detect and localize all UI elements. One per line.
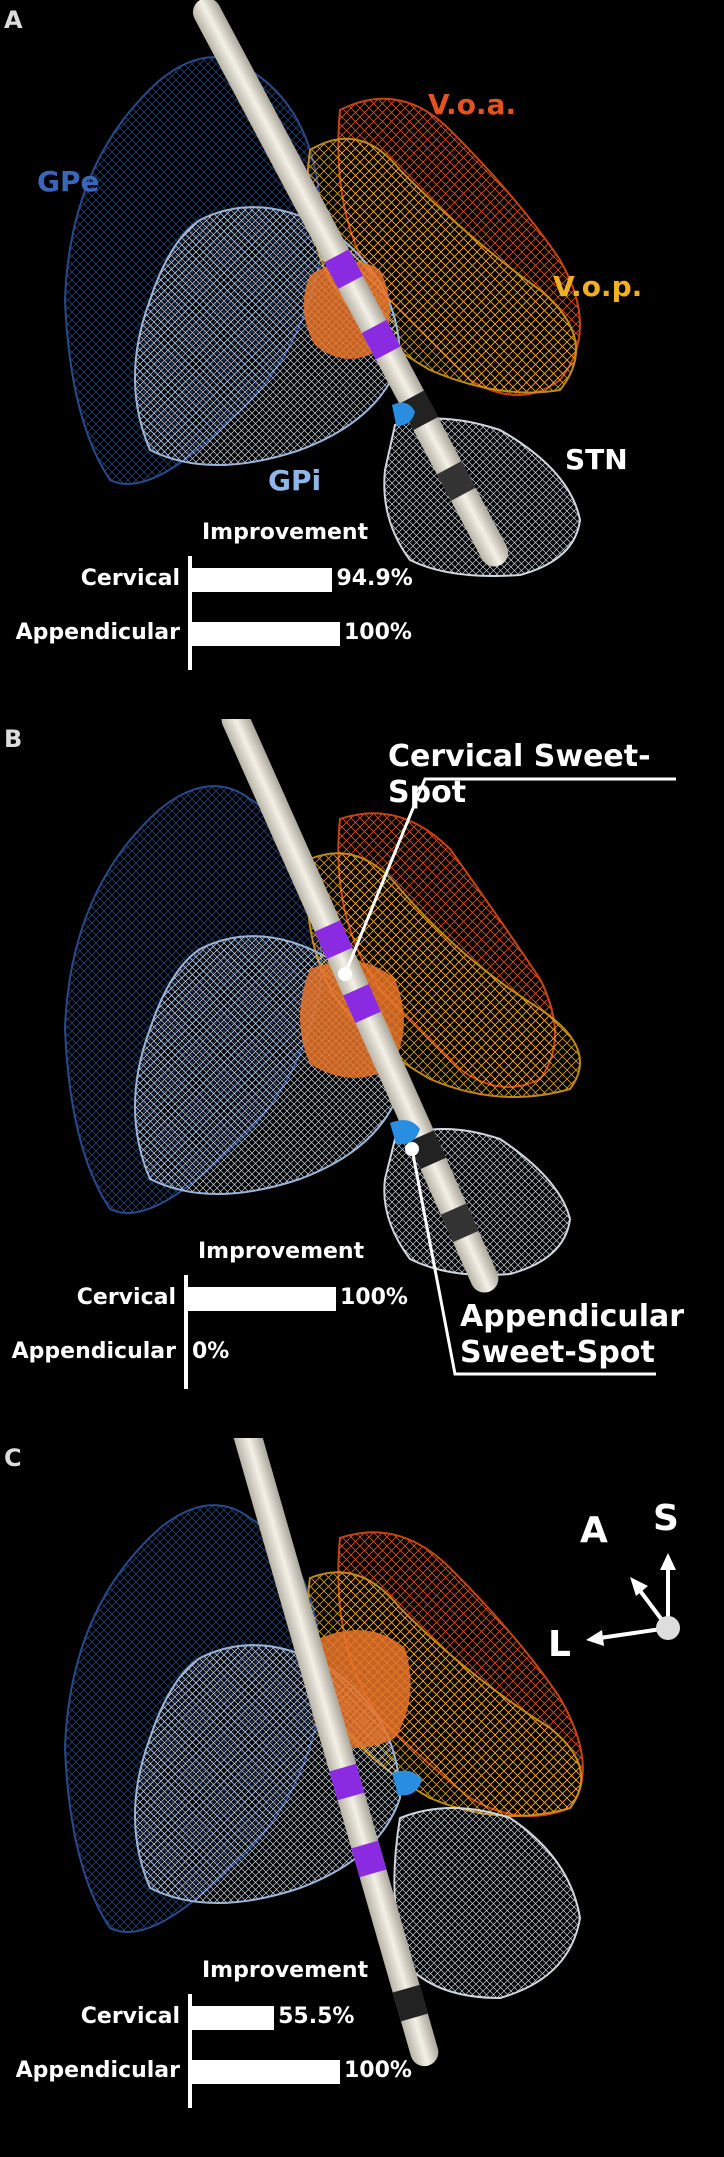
panel-letter: A [4,6,23,34]
panel-c-anatomy [63,1438,680,2067]
improvement-bar [192,2006,275,2030]
improvement-axis [188,556,192,670]
improvement-value: 100% [344,2058,412,2083]
stn-label: STN [565,443,628,476]
panel-letter: B [4,725,23,753]
improvement-title: Improvement [198,1239,365,1264]
orientation-a: A [580,1510,608,1551]
improvement-bar [192,622,340,646]
app-spot-blob [390,1120,420,1145]
improvement-bar [192,568,333,592]
app-spot-blob [392,1770,422,1796]
panel-b: B Cervical Sweet-Spot Appendicular Sweet… [0,719,724,1438]
dbs-lead [230,1438,439,2067]
app-spot-blob [392,402,415,426]
improvement-value: 100% [344,620,412,645]
dbs-lead [221,719,499,1293]
voa-label: V.o.a. [428,88,517,121]
improvement-value: 55.5% [278,2004,355,2029]
gpe-label: GPe [37,165,100,198]
appendicular-sweet-spot-label-1: Appendicular [460,1299,685,1334]
improvement-bar [192,2060,340,2084]
improvement-row-label: Appendicular [11,1339,176,1364]
improvement-axis [184,1275,188,1389]
panel-letter: C [4,1444,22,1472]
improvement-title: Improvement [202,520,369,545]
improvement-row-label: Appendicular [15,620,180,645]
improvement-value: 0% [192,1339,230,1364]
improvement-row-label: Cervical [80,2004,180,2029]
orientation-s: S [653,1498,679,1539]
dbs-lead [192,0,509,567]
appendicular-callout-dot [405,1142,419,1156]
cervical-callout-dot [338,967,352,981]
improvement-row-label: Cervical [80,566,180,591]
improvement-row-label: Cervical [76,1285,176,1310]
vop-label: V.o.p. [553,270,643,303]
panel-b-anatomy [63,719,676,1376]
improvement-bar [188,1287,336,1311]
improvement-row-label: Appendicular [15,2058,180,2083]
cervical-sweet-spot-label: Cervical Sweet-Spot [388,739,651,810]
improvement-value: 100% [340,1285,408,1310]
improvement-value: 94.9% [336,566,413,591]
improvement-axis [188,1994,192,2108]
appendicular-sweet-spot-label-2: Sweet-Spot [460,1335,655,1370]
panel-a-anatomy [63,0,582,577]
appendicular-callout-line [410,1148,656,1376]
cervical-callout-line [343,777,676,975]
gpi-label: GPi [268,464,322,497]
orientation-l: L [548,1624,571,1665]
orientation-indicator [586,1553,680,1646]
improvement-title: Improvement [202,1958,369,1983]
